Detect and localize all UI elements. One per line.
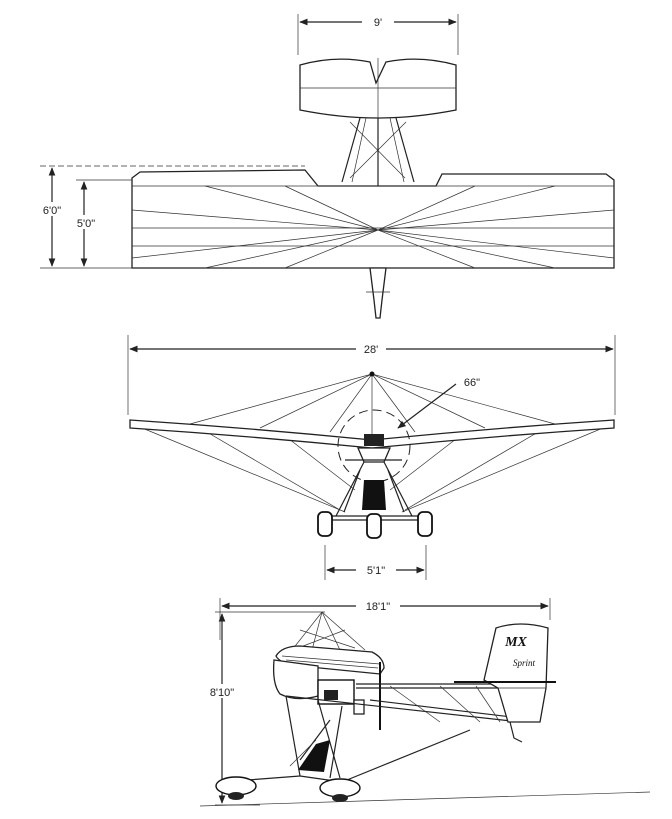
prop-diameter-label: 66" (464, 377, 480, 389)
side-view: 18'1" 8'10" (199, 598, 651, 807)
tail-script: Sprint (513, 658, 536, 668)
tail-logo: MX (504, 635, 527, 650)
main-wing-top (131, 169, 615, 269)
height-6-label: 6'0" (43, 205, 61, 217)
height-5-label: 5'0" (77, 218, 95, 230)
wingspan-label: 28' (364, 344, 378, 356)
track-label: 5'1" (367, 565, 385, 577)
front-view: 28' 66" (127, 335, 616, 580)
right-wheel (417, 511, 433, 537)
vertical-tail (483, 623, 549, 723)
height-label: 8'10" (210, 687, 234, 699)
length-label: 18'1" (366, 601, 390, 613)
left-wheel (317, 511, 333, 537)
nose-wheel (366, 513, 382, 539)
stab-span-label: 9' (374, 17, 382, 29)
top-view: 9' (36, 14, 615, 319)
nose-fairing (272, 659, 319, 700)
